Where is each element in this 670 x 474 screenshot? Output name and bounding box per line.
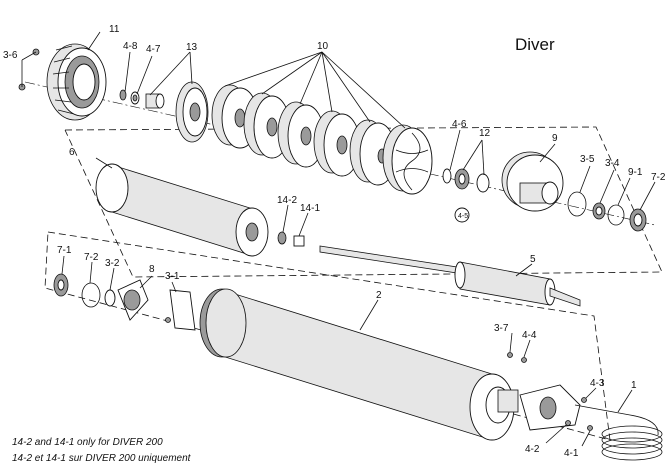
- part-14-1-sleeve: [293, 235, 305, 247]
- callout-13: 13: [186, 42, 198, 53]
- part-1-cable-coil: [574, 404, 663, 461]
- callout-4-1: 4-1: [564, 448, 579, 459]
- part-13-diffuser: [175, 81, 209, 143]
- callout-3-5: 3-5: [580, 154, 595, 165]
- part-end-bracket: [519, 384, 581, 431]
- callout-5: 5: [530, 254, 536, 265]
- callout-14-2: 14-2: [277, 195, 297, 206]
- callout-4-3: 4-3: [590, 378, 605, 389]
- assembly-boundary-lower: [44, 231, 611, 441]
- part-3-1-plate: [165, 289, 196, 331]
- part-3-7-screw: [507, 352, 513, 358]
- leader-lines: [21, 31, 656, 447]
- callout-3-4: 3-4: [605, 158, 620, 169]
- callout-9: 9: [552, 133, 558, 144]
- part-4-7-nut: [130, 91, 140, 105]
- part-5-rotor: [454, 261, 581, 307]
- part-6-sleeve: [95, 163, 269, 257]
- callout-4-5: 4-5: [458, 213, 468, 220]
- callout-3-7: 3-7: [494, 323, 509, 334]
- callout-4-2: 4-2: [525, 444, 540, 455]
- part-8-bracket: [117, 279, 149, 321]
- part-7-1-bearing: [53, 273, 69, 297]
- callout-6: 6: [69, 147, 75, 158]
- callout-4-4: 4-4: [522, 330, 537, 341]
- callout-7-2-upper: 7-2: [651, 172, 666, 183]
- part-14-2-nut: [277, 231, 287, 245]
- part-9-1-ring: [607, 204, 625, 226]
- callout-4-6: 4-6: [452, 119, 467, 130]
- footnote-french: 14-2 et 14-1 sur DIVER 200 uniquement: [12, 453, 191, 464]
- callout-14-1: 14-1: [300, 203, 320, 214]
- part-3-2-seal: [104, 289, 116, 307]
- callout-4-8: 4-8: [123, 41, 138, 52]
- part-4-1-screw: [587, 425, 593, 431]
- callout-12: 12: [479, 128, 491, 139]
- part-2-motor-housing: [199, 288, 519, 441]
- part-4-3-screw: [581, 397, 587, 403]
- part-bushing: [145, 93, 165, 109]
- diagram-title: Diver: [515, 35, 555, 54]
- callout-4-7: 4-7: [146, 44, 161, 55]
- part-10-pump-stages: [211, 84, 433, 195]
- assembly-boundary-upper: [64, 126, 663, 278]
- part-4-4-screw: [521, 357, 527, 363]
- callout-1: 1: [631, 380, 637, 391]
- part-4-6-ring: [442, 168, 452, 184]
- callout-8: 8: [149, 264, 155, 275]
- callout-10: 10: [317, 41, 329, 52]
- part-7-2-oring-lower: [81, 282, 101, 308]
- part-9-housing: [501, 151, 564, 212]
- part-7-2-bearing-upper: [629, 208, 647, 232]
- part-shaft: [319, 245, 471, 276]
- part-11-gear-ring: [46, 43, 107, 121]
- part-12-bearing: [454, 168, 490, 223]
- callout-3-2: 3-2: [105, 258, 120, 269]
- callout-7-2-lower: 7-2: [84, 252, 99, 263]
- callout-2: 2: [376, 290, 382, 301]
- part-3-5-oring: [567, 191, 587, 217]
- part-3-4-seal: [592, 202, 606, 220]
- part-4-8-washer: [119, 89, 127, 101]
- part-4-2-screw: [565, 420, 571, 426]
- callout-11: 11: [109, 24, 120, 35]
- callout-3-6: 3-6: [3, 50, 18, 61]
- callout-3-1: 3-1: [165, 271, 180, 282]
- callout-7-1: 7-1: [57, 245, 72, 256]
- callout-9-1: 9-1: [628, 167, 643, 178]
- footnote-english: 14-2 and 14-1 only for DIVER 200: [12, 437, 163, 448]
